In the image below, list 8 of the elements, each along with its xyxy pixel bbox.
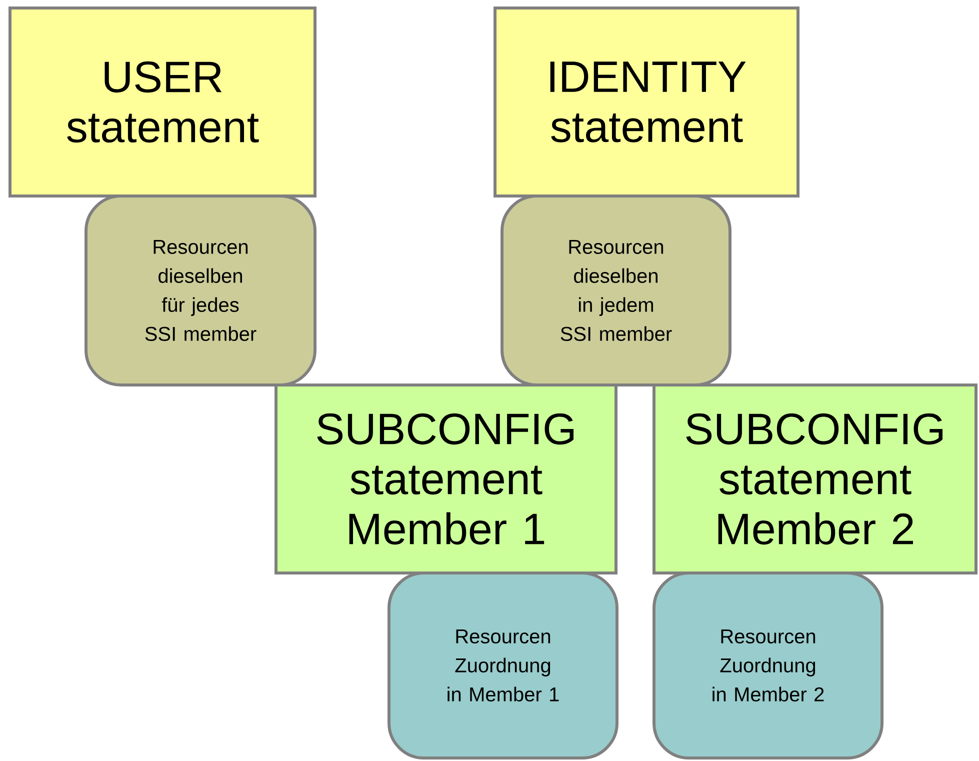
statement-box: SUBCONFIG statement Member 2 (652, 384, 978, 574)
statement-box: IDENTITY statement (494, 6, 800, 198)
resource-box: Resourcen dieselben für jedes SSI member (84, 194, 316, 386)
statement-box: USER statement (8, 6, 316, 198)
resource-box: Resourcen dieselben in jedem SSI member (500, 194, 732, 386)
statement-box: SUBCONFIG statement Member 1 (274, 384, 618, 574)
resource-box: Resourcen Zuordnung in Member 1 (388, 572, 618, 760)
resource-box: Resourcen Zuordnung in Member 2 (652, 572, 884, 760)
